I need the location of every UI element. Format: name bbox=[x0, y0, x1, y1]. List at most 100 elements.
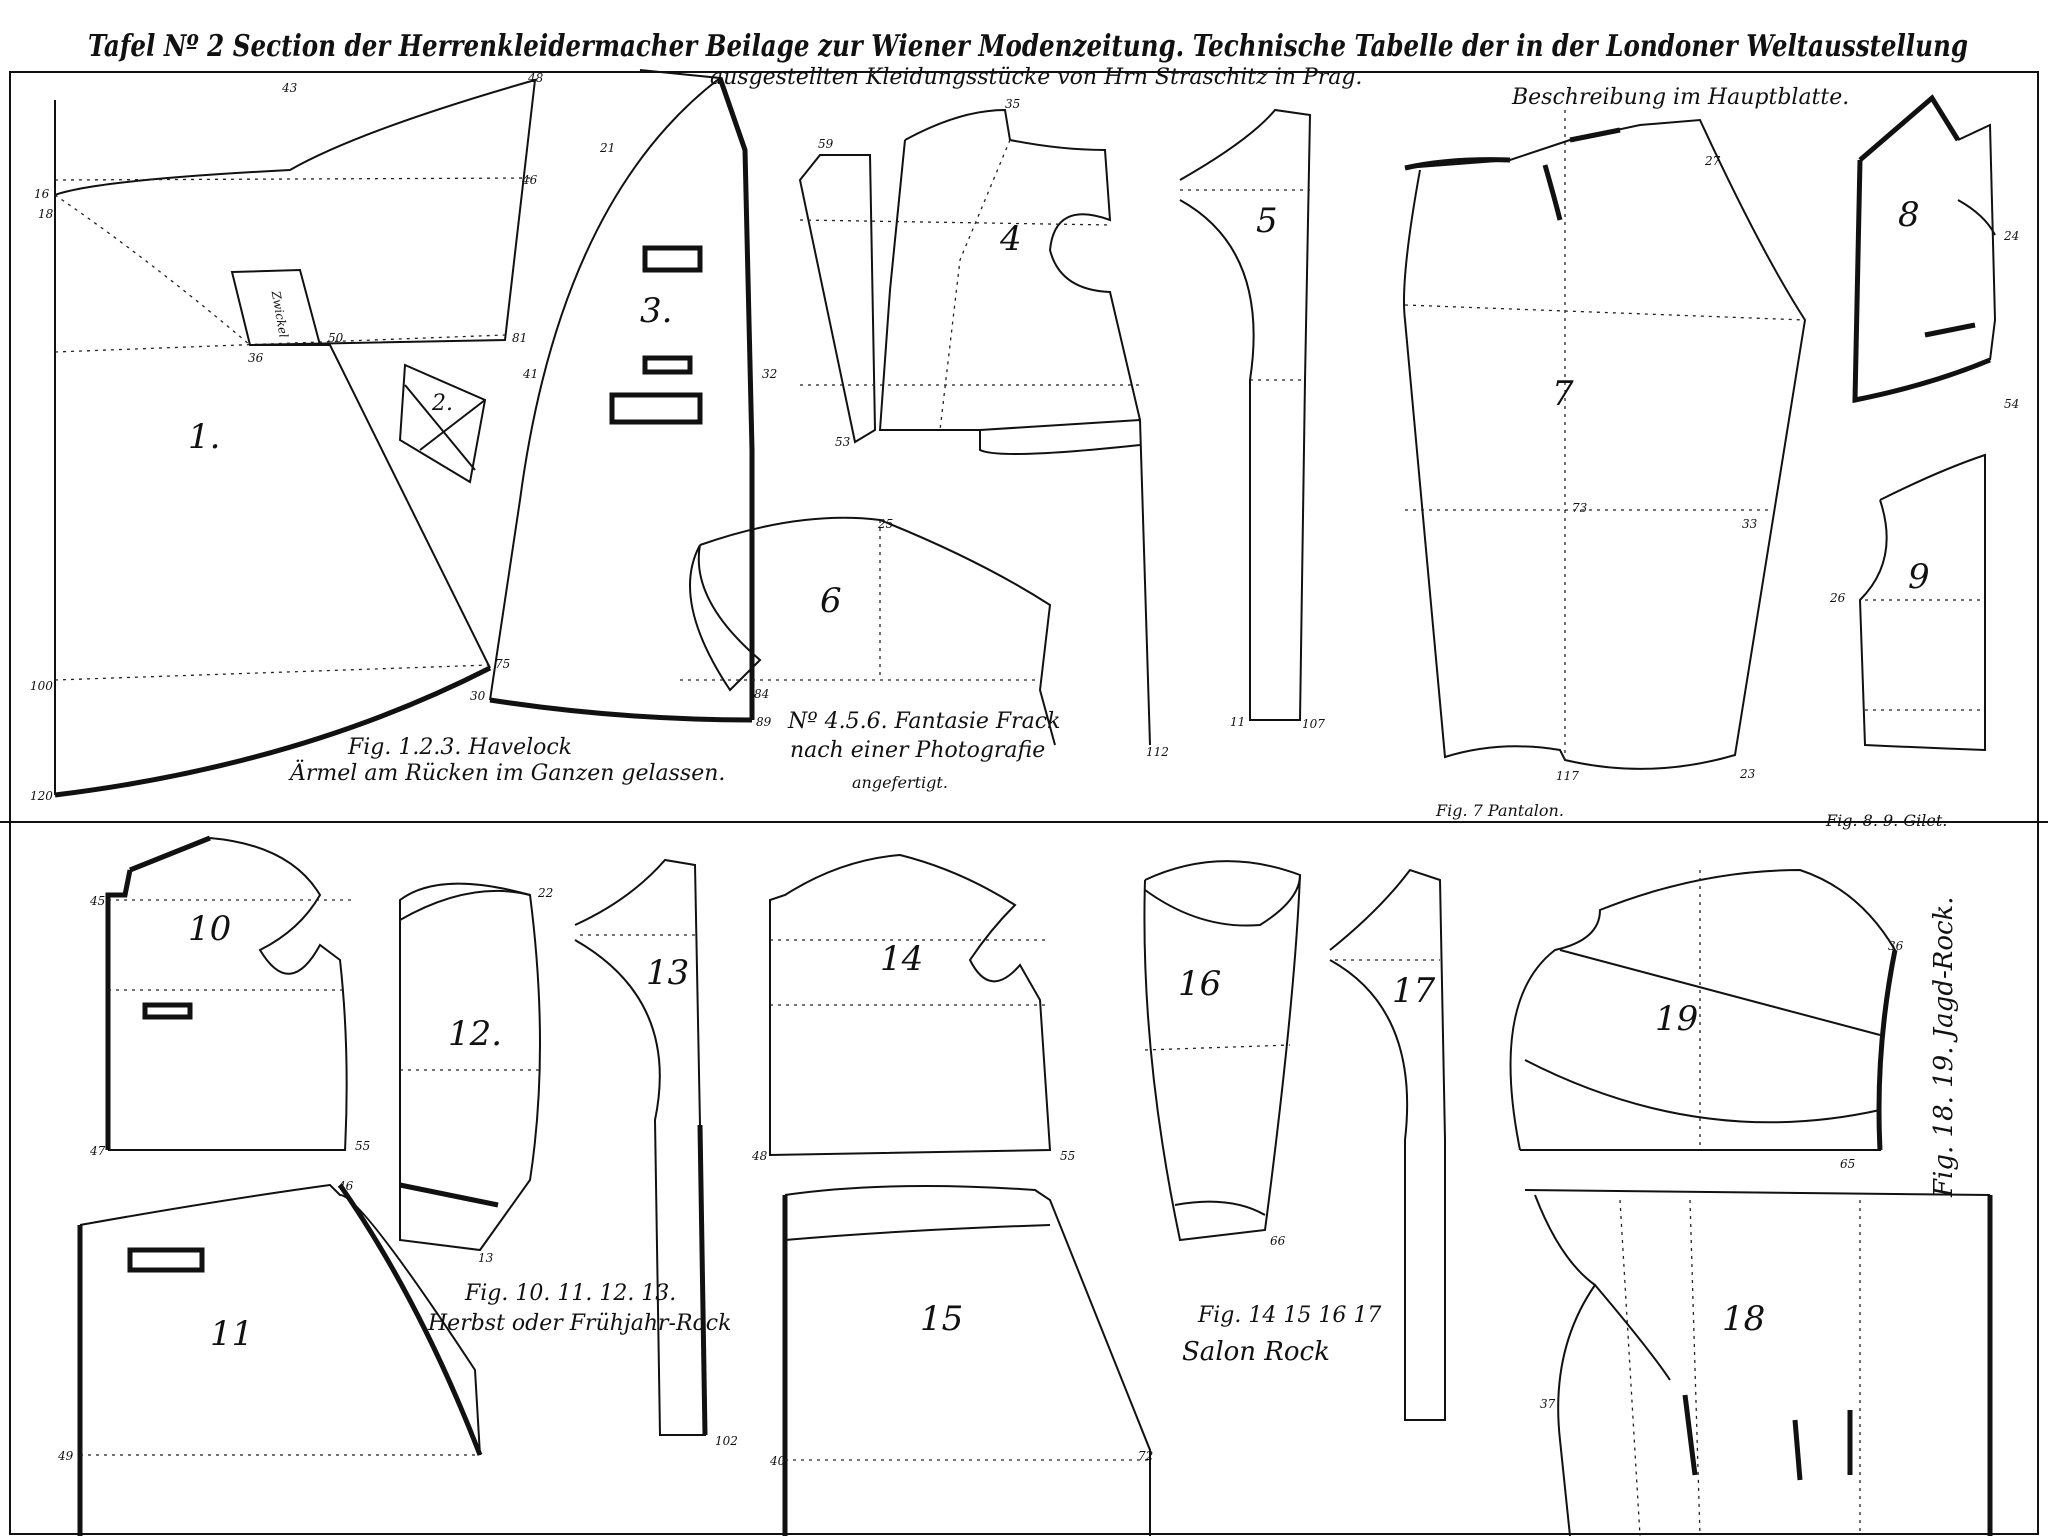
figure-18-jagd-front: 18 37 bbox=[1524, 1189, 1993, 1537]
label: 66 bbox=[1270, 1234, 1286, 1248]
caption-havelock: Fig. 1.2.3. Havelock bbox=[347, 735, 572, 760]
figure-4-number: 4 bbox=[999, 219, 1022, 259]
label: 25 bbox=[877, 517, 893, 531]
label: 40 bbox=[769, 1454, 786, 1468]
plate-title: Tafel Nº 2 Section der Herrenkleidermach… bbox=[88, 29, 1968, 64]
plate-subtitle: ausgestellten Kleidungsstücke von Hrn St… bbox=[710, 65, 1362, 90]
caption-frack-note: nach einer Photografie bbox=[790, 738, 1045, 763]
figure-9-gilet-back: 9 26 bbox=[1829, 453, 1986, 752]
figure-8-number: 8 bbox=[1898, 195, 1920, 235]
label: 18 bbox=[38, 207, 54, 221]
figure-4-frack-front: 4 35 59 53 bbox=[798, 97, 1151, 746]
label: 75 bbox=[495, 657, 510, 671]
label: 32 bbox=[762, 367, 777, 381]
label: 46 bbox=[337, 1179, 354, 1193]
label: 45 bbox=[89, 894, 105, 908]
caption-frack-made: angefertigt. bbox=[852, 773, 948, 792]
label: 21 bbox=[599, 141, 615, 155]
figure-11-number: 11 bbox=[210, 1314, 253, 1354]
label: 72 bbox=[1138, 1449, 1153, 1463]
figure-5-number: 5 bbox=[1256, 201, 1278, 241]
label: 112 bbox=[1146, 745, 1169, 759]
figure-8-gilet-front: 8 24 54 bbox=[1852, 94, 2019, 411]
label: 26 bbox=[1829, 591, 1846, 605]
figure-6-number: 6 bbox=[820, 581, 842, 621]
figure-15-salon-skirt: 15 40 72 bbox=[769, 1185, 1153, 1536]
figure-2-number: 2. bbox=[431, 391, 453, 416]
figure-3-number: 3. bbox=[640, 291, 672, 331]
figure-12-number: 12. bbox=[448, 1014, 502, 1054]
figure-10-number: 10 bbox=[188, 909, 231, 949]
label: 30 bbox=[470, 689, 486, 703]
label: 22 bbox=[537, 886, 553, 900]
figure-1-havelock-cape: Zwickel 1. 43 48 16 18 46 81 36 50 100 1… bbox=[30, 71, 544, 803]
label: 24 bbox=[2003, 229, 2019, 243]
label: 53 bbox=[835, 435, 851, 449]
label: 50 bbox=[328, 331, 344, 345]
caption-salon-note: Salon Rock bbox=[1182, 1337, 1330, 1367]
description-note: Beschreibung im Hauptblatte. bbox=[1511, 85, 1849, 110]
label: 59 bbox=[818, 137, 834, 151]
caption-jagd: Fig. 18. 19. Jagd-Rock. bbox=[1929, 896, 1959, 1198]
figure-7-pantalon: 7 73 33 117 23 27 bbox=[1403, 110, 1807, 783]
label: 48 bbox=[751, 1149, 768, 1163]
figure-14-salon-front: 14 48 55 bbox=[751, 853, 1075, 1163]
label: 120 bbox=[30, 789, 53, 803]
label: 13 bbox=[478, 1251, 494, 1265]
label: 89 bbox=[756, 715, 772, 729]
figure-17-salon-undersleeve: 17 bbox=[1329, 868, 1446, 1421]
figure-10-herbst-front: 10 45 47 55 bbox=[89, 835, 370, 1158]
figure-19-number: 19 bbox=[1655, 999, 1698, 1039]
label: 73 bbox=[1572, 501, 1588, 515]
figure-18-number: 18 bbox=[1722, 1299, 1765, 1339]
figure-14-number: 14 bbox=[880, 939, 923, 979]
figure-11-herbst-skirt: 11 49 46 bbox=[57, 1179, 483, 1536]
label: 49 bbox=[57, 1449, 74, 1463]
label: 65 bbox=[1840, 1157, 1855, 1171]
label: 16 bbox=[34, 187, 50, 201]
label: 46 bbox=[521, 173, 538, 187]
label: 36 bbox=[248, 351, 264, 365]
label: 33 bbox=[1742, 517, 1758, 531]
figure-15-number: 15 bbox=[920, 1299, 963, 1339]
figure-16-number: 16 bbox=[1178, 964, 1221, 1004]
label: 37 bbox=[1540, 1397, 1556, 1411]
figure-17-number: 17 bbox=[1392, 971, 1436, 1011]
label: 35 bbox=[1005, 97, 1020, 111]
label: 55 bbox=[355, 1139, 370, 1153]
label: 43 bbox=[281, 81, 298, 95]
caption-salon: Fig. 14 15 16 17 bbox=[1197, 1303, 1381, 1328]
label: 102 bbox=[715, 1434, 738, 1448]
label: 81 bbox=[512, 331, 527, 345]
figure-9-number: 9 bbox=[1908, 557, 1930, 597]
label: 55 bbox=[1060, 1149, 1075, 1163]
caption-pantalon: Fig. 7 Pantalon. bbox=[1435, 801, 1564, 820]
label: 27 bbox=[1704, 154, 1721, 168]
figure-2-gusset: 2. bbox=[398, 363, 487, 484]
label: 47 bbox=[89, 1144, 106, 1158]
label: 11 bbox=[1230, 715, 1245, 729]
figure-6-frack-skirt: 6 25 84 112 bbox=[680, 430, 1169, 759]
pocket-label: Zwickel bbox=[269, 289, 291, 339]
label: 48 bbox=[527, 71, 544, 85]
label: 117 bbox=[1556, 769, 1579, 783]
figure-7-number: 7 bbox=[1552, 374, 1574, 414]
label: 107 bbox=[1302, 717, 1325, 731]
plate-frame bbox=[9, 71, 2039, 1535]
figure-12-herbst-sleeve: 12. 22 13 bbox=[399, 882, 553, 1265]
label: 41 bbox=[522, 367, 538, 381]
caption-herbst-note: Herbst oder Frühjahr-Rock bbox=[427, 1311, 731, 1336]
caption-gilet: Fig. 8. 9. Gilet. bbox=[1825, 811, 1947, 830]
label: 54 bbox=[2004, 397, 2019, 411]
label: 100 bbox=[30, 679, 53, 693]
figure-13-herbst-undersleeve: 13 102 bbox=[574, 858, 738, 1448]
figure-16-salon-sleeve: 16 66 bbox=[1143, 860, 1302, 1248]
figure-19-jagd-sleeve: 19 36 65 bbox=[1509, 868, 1904, 1171]
label: 84 bbox=[754, 687, 769, 701]
caption-frack: Nº 4.5.6. Fantasie Frack bbox=[787, 709, 1060, 734]
label: 36 bbox=[1888, 939, 1904, 953]
figure-13-number: 13 bbox=[646, 953, 689, 993]
figure-1-number: 1. bbox=[188, 417, 220, 457]
